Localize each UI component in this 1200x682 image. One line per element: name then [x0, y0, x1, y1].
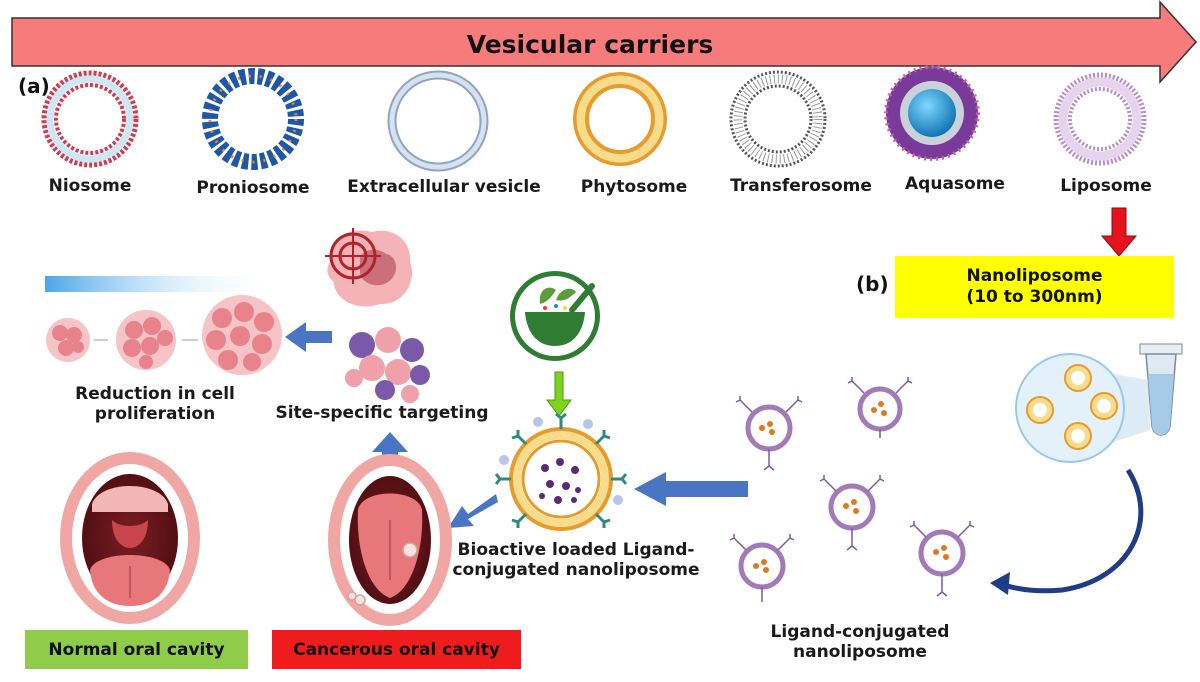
banner-arrow	[11, 0, 1198, 84]
proniosome-icon	[202, 68, 304, 170]
bioactive-nanoliposome-icon	[494, 412, 628, 531]
nanoliposome-size: (10 to 300nm)	[966, 287, 1103, 307]
panel-b-tag: (b)	[856, 272, 889, 296]
herbal-mortar-icon	[510, 271, 600, 361]
proliferation-gradient-bar	[45, 276, 275, 292]
panel-a-tag: (a)	[18, 74, 50, 98]
ligand-nanoliposome-5	[909, 521, 975, 597]
banner-title: Vesicular carriers	[466, 30, 714, 59]
ligand-nanoliposome-4	[729, 534, 795, 602]
transferosome-icon	[729, 70, 827, 168]
niosome-icon	[41, 70, 139, 168]
phytosome-icon	[573, 72, 667, 166]
vesicle-label-liposome: Liposome	[1060, 176, 1152, 196]
cell-cluster-large-icon	[202, 295, 282, 375]
curved-arrow-to-ligand	[1003, 468, 1144, 594]
cell-cluster-medium-icon	[116, 310, 176, 370]
reduction-label: Reduction in cell proliferation	[75, 384, 235, 425]
cancerous-mouth-icon	[328, 454, 452, 626]
arrow-to-reduction	[285, 322, 332, 352]
vesicle-label-phytosome: Phytosome	[580, 177, 688, 197]
vesicle-label-aquasome: Aquasome	[905, 174, 1005, 194]
vesicle-label-extracellular: Extracellular vesicle	[347, 177, 541, 197]
vesicle-label-proniosome: Proniosome	[196, 178, 310, 198]
ligand-conjugated-label: Ligand-conjugated nanoliposome	[770, 622, 950, 663]
extracellular-vesicle-icon	[387, 70, 489, 172]
liposome-icon	[1053, 72, 1147, 166]
aquasome-icon	[884, 65, 980, 161]
arrow-to-targeting	[372, 432, 408, 473]
nanoliposome-zoom-icon	[1015, 353, 1125, 463]
target-cell-icon	[325, 228, 413, 307]
normal-oral-cavity-badge: Normal oral cavity	[25, 630, 248, 669]
vesicle-label-transferosome: Transferosome	[730, 176, 872, 196]
site-targeting-label: Site-specific targeting	[275, 403, 489, 423]
normal-mouth-icon	[60, 452, 200, 624]
test-tube-icon	[1139, 343, 1183, 436]
arrow-to-cancerous-mouth	[448, 494, 498, 528]
ligand-nanoliposome-1	[735, 396, 803, 471]
nanoliposome-box: Nanoliposome (10 to 300nm)	[895, 256, 1174, 318]
cell-cluster-small-icon	[46, 318, 90, 362]
targeted-cells-icon	[345, 327, 430, 403]
ligand-nanoliposome-2	[847, 377, 913, 438]
red-down-arrow	[1100, 207, 1138, 257]
cancerous-oral-cavity-badge: Cancerous oral cavity	[272, 630, 521, 669]
nanoliposome-title: Nanoliposome	[966, 265, 1103, 286]
arrow-to-bioactive	[634, 472, 748, 506]
green-down-arrow	[546, 371, 572, 417]
ligand-nanoliposome-3	[819, 475, 885, 551]
vesicle-label-niosome: Niosome	[48, 176, 132, 196]
bioactive-label: Bioactive loaded Ligand-conjugated nanol…	[452, 540, 700, 581]
